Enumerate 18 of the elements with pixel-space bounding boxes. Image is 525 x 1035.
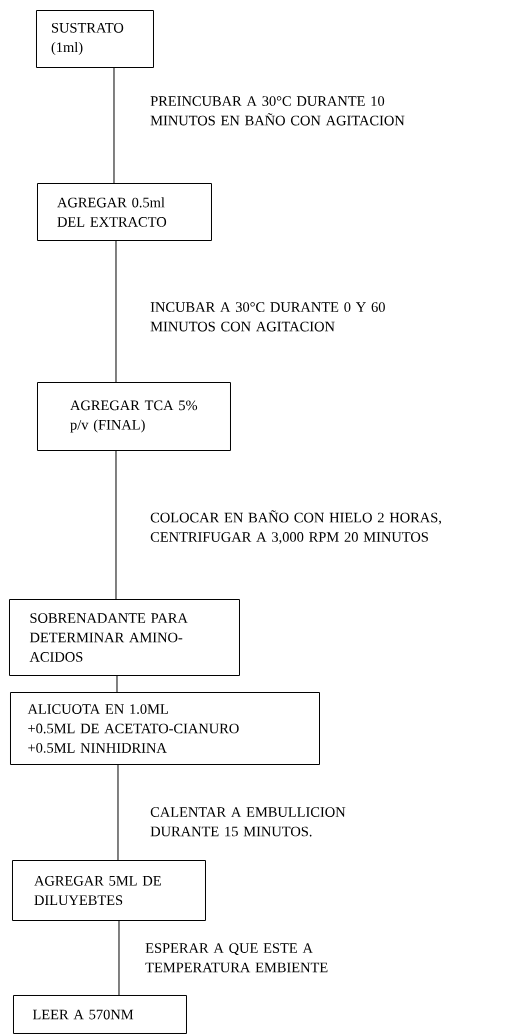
process-box: AGREGAR TCA 5% p/v (FINAL) <box>37 382 231 451</box>
connector-line <box>118 920 120 996</box>
edge-label: INCUBAR A 30°C DURANTE 0 Y 60 MINUTOS CON AGITACION <box>150 302 385 332</box>
process-box: SUSTRATO (1ml) <box>36 10 154 68</box>
connector-line <box>113 67 115 184</box>
process-box: SOBRENADANTE PARA DETERMINAR AMINO-ACIDOS <box>9 599 240 676</box>
connector-line <box>116 675 118 693</box>
process-box: AGREGAR 5ML DE DILUYEBTES <box>12 860 206 921</box>
process-box: AGREGAR 0.5ml DEL EXTRACTO <box>37 183 212 241</box>
edge-label: PREINCUBAR A 30°C DURANTE 10 MINUTOS EN BAÑO CON AGITACION <box>150 96 405 126</box>
connector-line <box>115 450 117 600</box>
process-box: LEER A 570NM <box>13 995 187 1034</box>
process-box: ALICUOTA EN 1.0ML +0.5ML DE ACETATO-CIANURO +0.5ML NINHIDRINA <box>10 692 320 765</box>
edge-label: CALENTAR A EMBULLICION DURANTE 15 MINUTOS. <box>150 807 346 837</box>
connector-line <box>115 240 117 383</box>
edge-label: COLOCAR EN BAÑO CON HIELO 2 HORAS, CENTRIFUGAR A 3,000 RPM 20 MINUTOS <box>150 510 441 544</box>
edge-label: ESPERAR A QUE ESTE A TEMPERATURA EMBIENTE <box>145 943 328 973</box>
connector-line <box>117 764 119 861</box>
